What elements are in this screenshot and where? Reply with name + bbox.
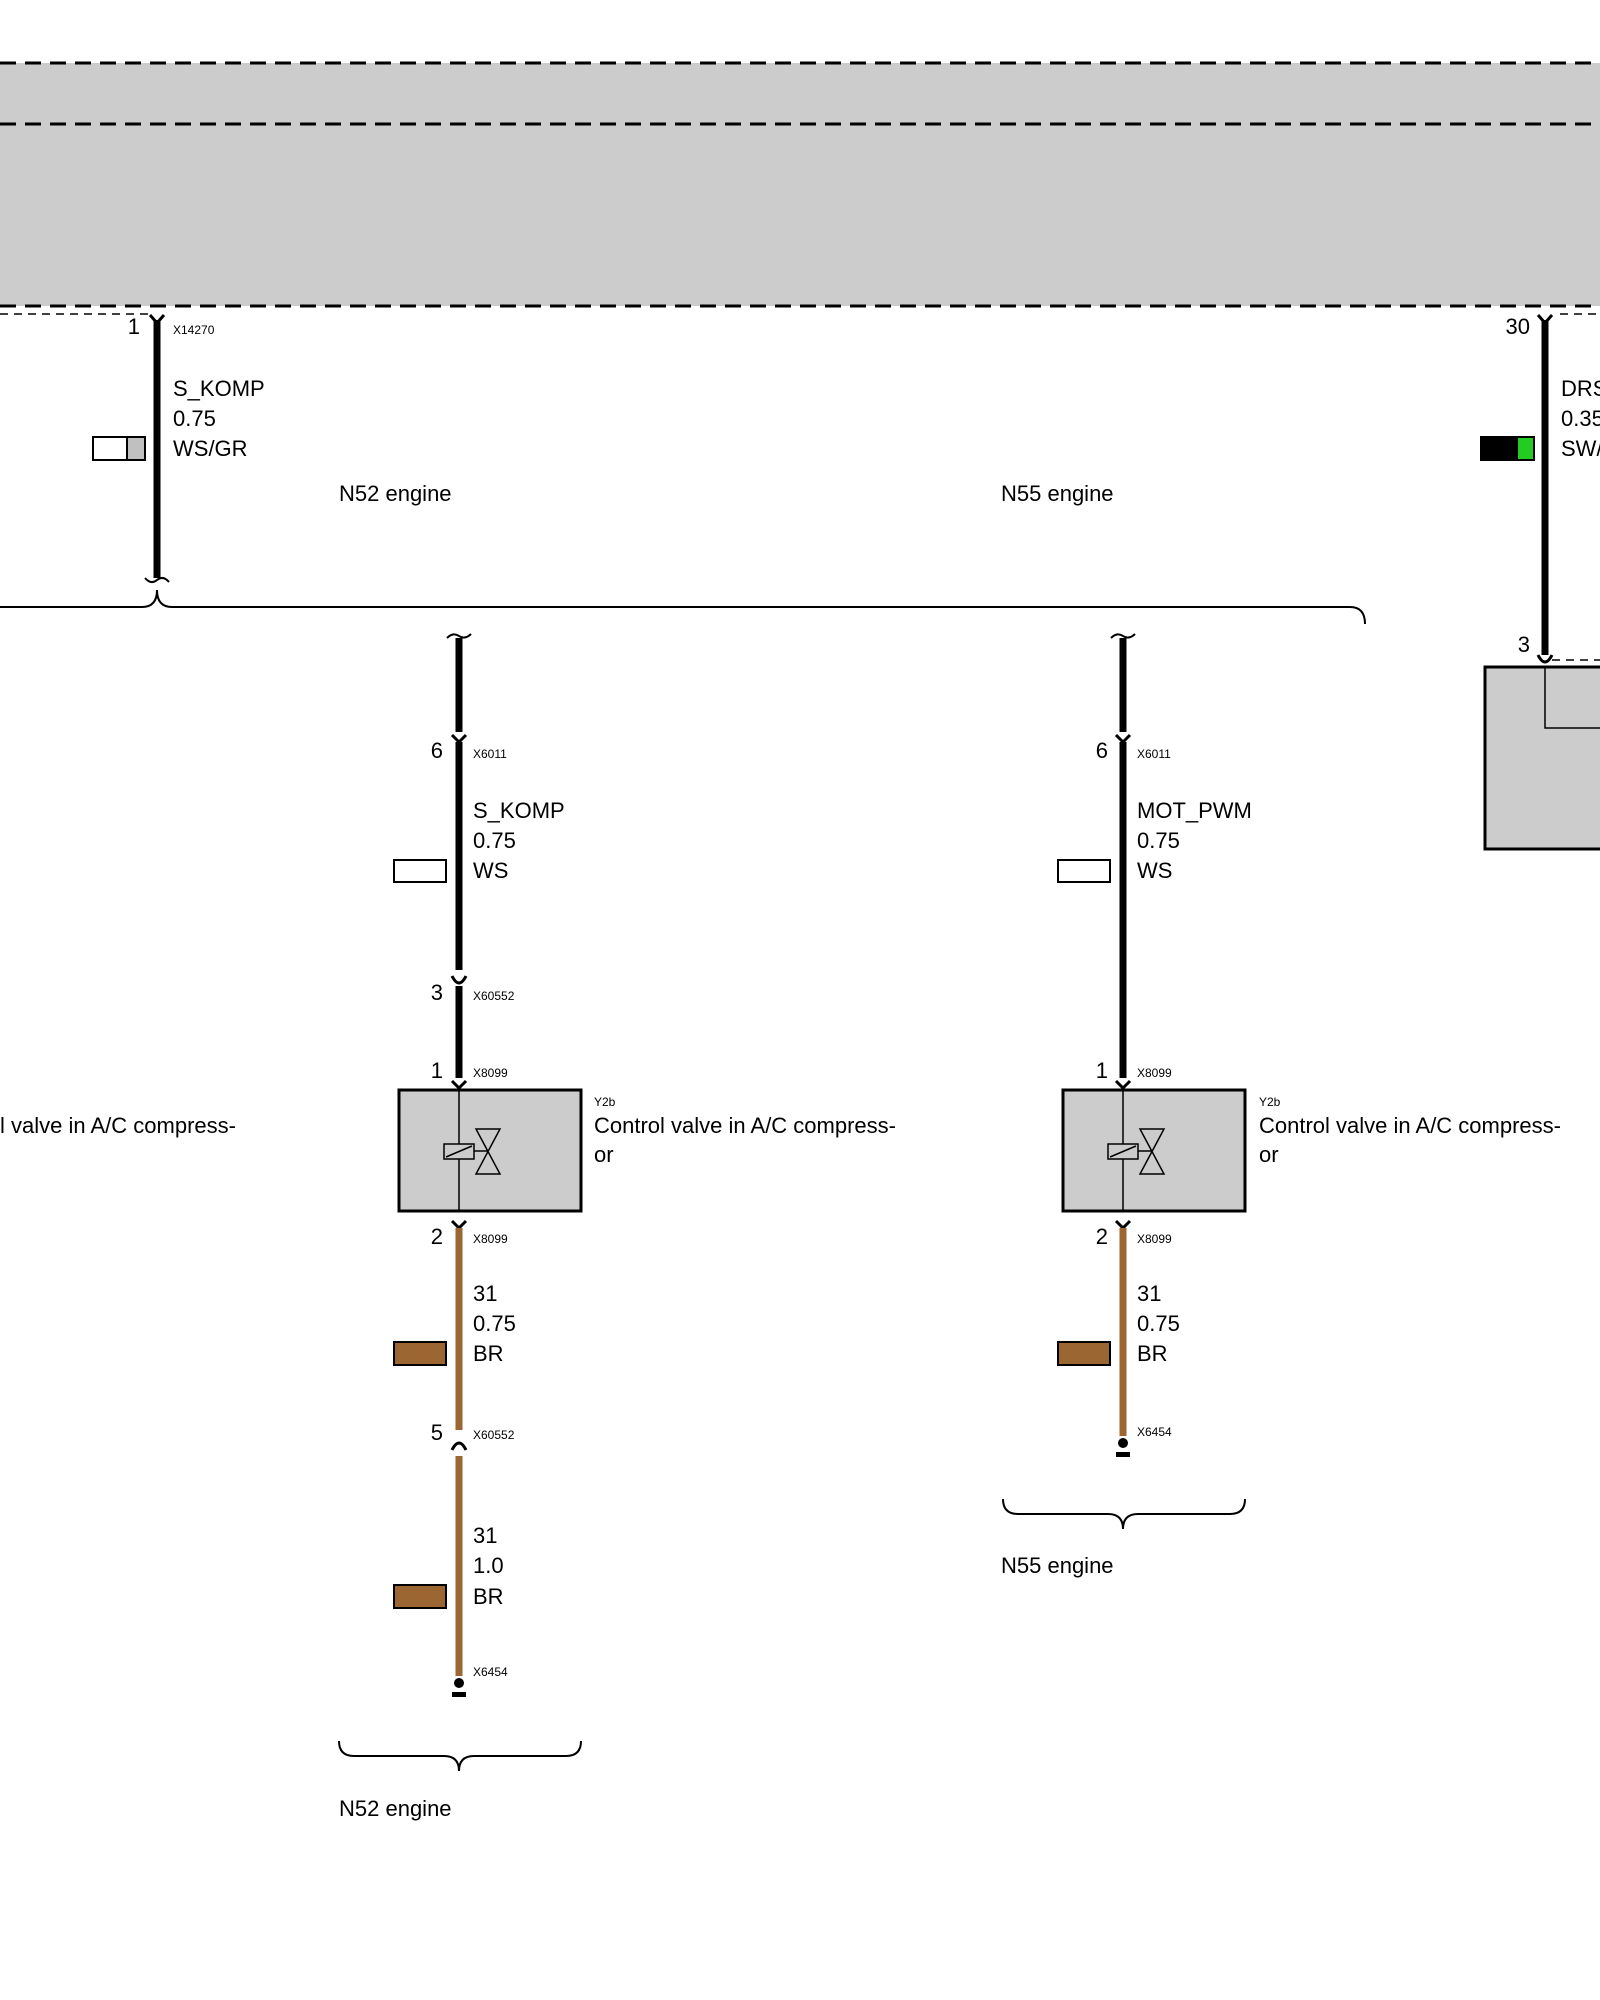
ground-icon <box>452 1678 466 1697</box>
wire-color-swatch <box>393 859 447 883</box>
component-ref: Y2b <box>594 1095 616 1109</box>
wire-gauge: 0.75 <box>173 406 216 431</box>
wire-color-swatch <box>393 1584 447 1609</box>
wire-color-code: WS/GR <box>173 436 248 461</box>
component-name-cont: or <box>594 1142 614 1167</box>
variant-brace <box>1002 1498 1246 1530</box>
wire-color-code: BR <box>1137 1341 1168 1366</box>
connector-id: X8099 <box>473 1066 508 1080</box>
wire-color-swatch <box>1057 859 1111 883</box>
wire-drs-top: 30 DRS 0.35 SW/ 3 <box>1480 314 1600 851</box>
wire-color-code: BR <box>473 1584 504 1609</box>
wire-signal: 31 <box>473 1281 497 1306</box>
control-valve-y2b <box>1061 1088 1247 1213</box>
pin-number: 6 <box>431 738 443 763</box>
pin-number: 1 <box>1096 1058 1108 1083</box>
pin-number: 3 <box>431 980 443 1005</box>
wire-signal: DRS <box>1561 376 1600 401</box>
engine-label-n55: N55 engine <box>1001 481 1114 506</box>
connector-id: X8099 <box>1137 1066 1172 1080</box>
engine-label-n52: N52 engine <box>339 481 452 506</box>
wire-s-komp-top: 1 X14270 S_KOMP 0.75 WS/GR <box>92 314 265 584</box>
pin-number: 5 <box>431 1420 443 1445</box>
wire-gauge: 0.75 <box>473 1311 516 1336</box>
pin-number: 6 <box>1096 738 1108 763</box>
valve-icon <box>474 1128 502 1175</box>
pin-number: 3 <box>1518 632 1530 657</box>
pin-number: 30 <box>1506 314 1530 339</box>
wire-color-swatch <box>1480 436 1518 461</box>
wire-signal: 31 <box>473 1523 497 1548</box>
engine-variant-brace <box>0 589 1366 625</box>
component-box-cut <box>1483 665 1600 851</box>
wire-gauge: 0.75 <box>1137 1311 1180 1336</box>
wire-color-swatch <box>92 436 128 461</box>
wire-signal: 31 <box>1137 1281 1161 1306</box>
wire-signal: S_KOMP <box>173 376 265 401</box>
ground-connector-id: X6454 <box>1137 1425 1172 1439</box>
component-name: Control valve in A/C compress- <box>1259 1113 1561 1138</box>
connector-id: X60552 <box>473 989 515 1003</box>
component-name-cut: l valve in A/C compress- <box>0 1113 236 1138</box>
control-module <box>0 61 1600 315</box>
wire-color-code: SW/ <box>1561 436 1600 461</box>
control-valve-y2b <box>397 1088 583 1213</box>
wire-color-code: BR <box>473 1341 504 1366</box>
wire-signal: S_KOMP <box>473 798 565 823</box>
component-ref: Y2b <box>1259 1095 1281 1109</box>
wire-color-swatch <box>393 1341 447 1366</box>
pin-number: 1 <box>431 1058 443 1083</box>
variant-label: N55 engine <box>1001 1553 1114 1578</box>
ground-connector-id: X6454 <box>473 1665 508 1679</box>
pin-number: 2 <box>1096 1224 1108 1249</box>
wire-signal: MOT_PWM <box>1137 798 1252 823</box>
pin-number: 1 <box>128 314 140 339</box>
component-name: Control valve in A/C compress- <box>594 1113 896 1138</box>
variant-label: N52 engine <box>339 1796 452 1821</box>
pin-number: 2 <box>431 1224 443 1249</box>
wire-gauge: 0.75 <box>473 828 516 853</box>
n55-branch: 6 X6011 MOT_PWM 0.75 WS 1 X8099 Y2b Cont… <box>1001 633 1561 1578</box>
wire-gauge: 0.75 <box>1137 828 1180 853</box>
wire-gauge: 1.0 <box>473 1553 504 1578</box>
connector-id: X6011 <box>1137 747 1171 761</box>
valve-icon <box>1138 1128 1166 1175</box>
ground-icon <box>1116 1438 1130 1457</box>
connector-id: X6011 <box>473 747 507 761</box>
wire-color-code: WS <box>473 858 508 883</box>
connector-id: X60552 <box>473 1428 515 1442</box>
wire-color-swatch <box>1057 1341 1111 1366</box>
n52-branch: 6 X6011 S_KOMP 0.75 WS 3 X60552 1 X8099 … <box>338 633 896 1821</box>
wire-color-swatch-stripe <box>1516 436 1535 461</box>
connector-id: X8099 <box>473 1232 508 1246</box>
wire-gauge: 0.35 <box>1561 406 1600 431</box>
control-module-body <box>0 63 1600 306</box>
component-name-cont: or <box>1259 1142 1279 1167</box>
connector-id: X14270 <box>173 323 215 337</box>
connector-id: X8099 <box>1137 1232 1172 1246</box>
variant-brace <box>338 1740 582 1772</box>
wire-color-swatch-stripe <box>126 436 146 461</box>
wire-color-code: WS <box>1137 858 1172 883</box>
